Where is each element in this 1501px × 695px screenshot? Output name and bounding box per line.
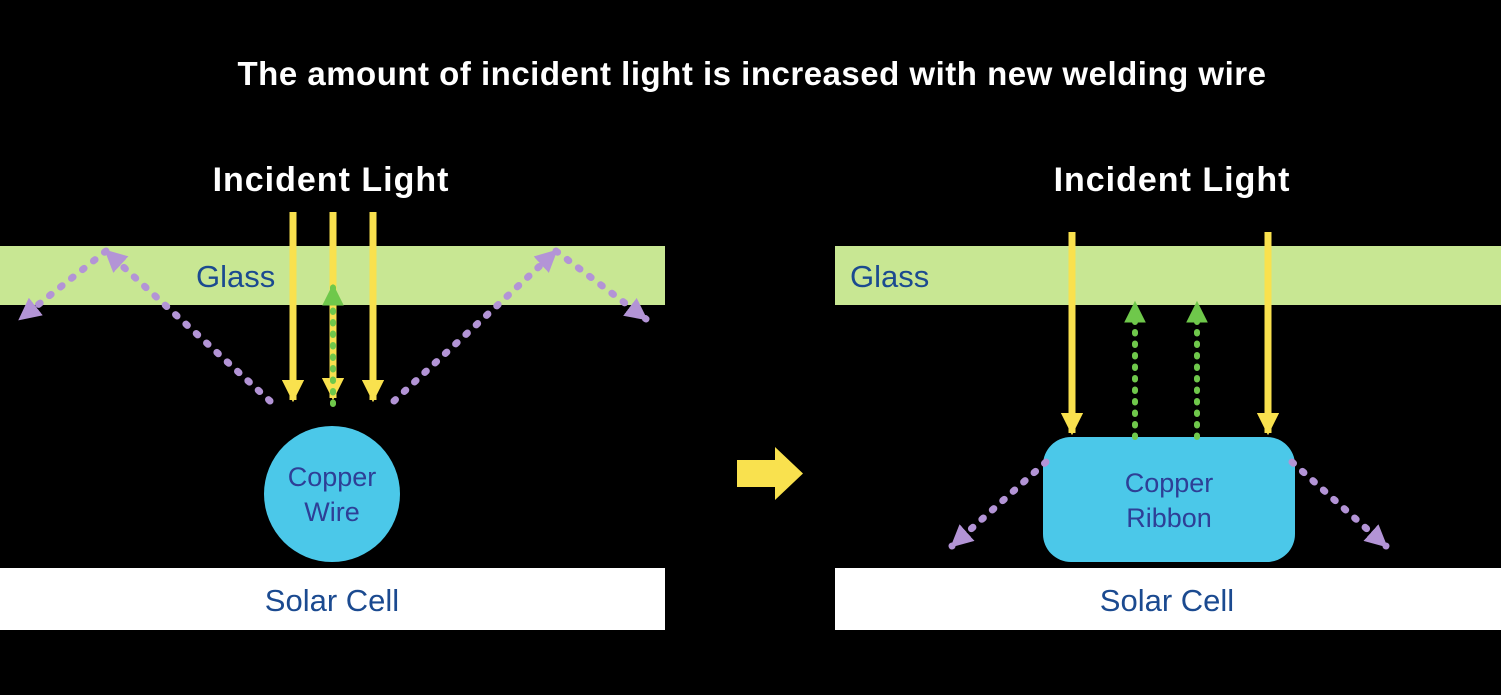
copper-ribbon-label-line1: Copper: [1125, 468, 1214, 498]
right-reflected-ray-right: [1288, 458, 1390, 550]
right-glass-label: Glass: [850, 259, 929, 294]
left-reflected-ray-up-right: [390, 247, 560, 405]
right-solar-cell-label: Solar Cell: [1100, 583, 1234, 618]
copper-ribbon-label-line2: Ribbon: [1126, 503, 1212, 533]
left-reflected-ray-up-left: [102, 247, 274, 405]
right-solar-cell-layer: [835, 568, 1501, 630]
right-glass-layer: [835, 246, 1501, 305]
left-glass-label: Glass: [196, 259, 275, 294]
left-solar-cell-label: Solar Cell: [265, 583, 399, 618]
diagram-title: The amount of incident light is increase…: [238, 55, 1267, 92]
right-incident-light-heading: Incident Light: [1054, 161, 1291, 199]
left-panel: Incident Light Glass Copper Wire Solar C…: [0, 161, 665, 630]
left-incident-light-heading: Incident Light: [213, 161, 450, 199]
right-reflected-ray-left: [948, 458, 1050, 550]
copper-wire-label-line2: Wire: [304, 497, 360, 527]
left-reflected-ray-out-left: [16, 247, 110, 323]
copper-wire-shape: [264, 426, 400, 562]
left-solar-cell-layer: [0, 568, 665, 630]
left-reflected-ray-out-right: [552, 247, 650, 323]
right-panel: Incident Light Glass Copper Ribbon Solar…: [835, 161, 1501, 630]
copper-ribbon-shape: [1043, 437, 1295, 562]
transition-arrow-icon: [737, 447, 803, 500]
copper-wire-label-line1: Copper: [288, 462, 377, 492]
